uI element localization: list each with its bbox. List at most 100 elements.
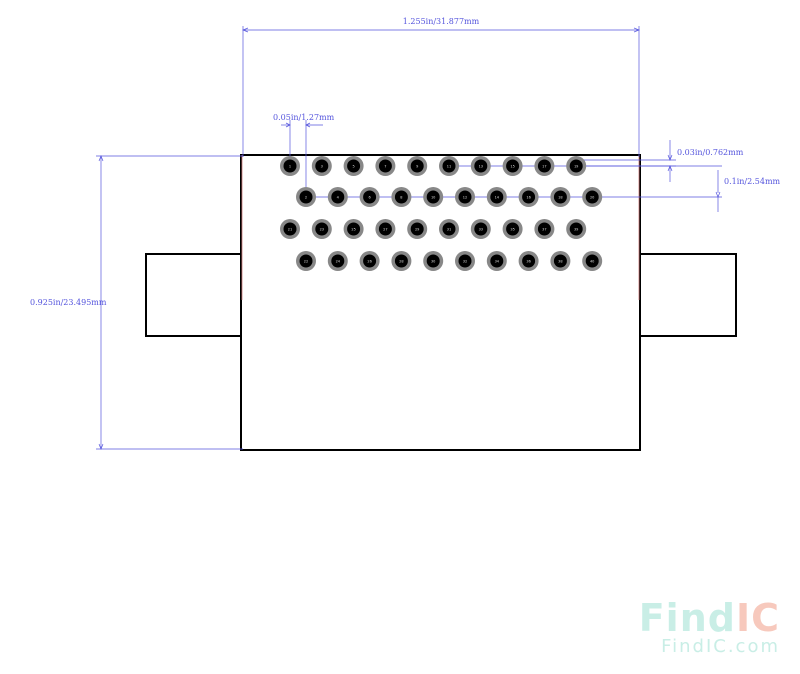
pin-12: 12 <box>455 187 475 207</box>
pin-29: 29 <box>407 219 428 239</box>
pin-label: 13 <box>479 164 483 168</box>
watermark-logo-find: Find <box>638 596 736 640</box>
pin-hole <box>442 222 456 236</box>
pin-hole <box>315 159 329 173</box>
pin-32: 32 <box>455 251 475 271</box>
height-dimension-label: 0.925in/23.495mm <box>30 298 107 307</box>
pin-20: 20 <box>582 187 603 207</box>
pin-label: 14 <box>495 195 500 199</box>
pin-21: 21 <box>280 219 300 239</box>
pin-7: 7 <box>375 156 396 176</box>
pin-label: 38 <box>558 259 562 263</box>
pin-22: 22 <box>296 251 316 271</box>
pin-27: 27 <box>375 219 396 239</box>
pin-hole <box>410 159 424 173</box>
pin-hole <box>299 254 313 268</box>
pin-39: 39 <box>566 219 587 239</box>
pin-label: 34 <box>495 259 500 263</box>
pin-label: 22 <box>304 259 308 263</box>
pin-hole <box>490 190 504 204</box>
pin-label: 4 <box>337 195 340 199</box>
pin-label: 37 <box>542 227 546 231</box>
pin-hole <box>537 222 551 236</box>
pin-33: 33 <box>470 219 491 239</box>
row-pitch-dimension-label: 0.1in/2.54mm <box>724 177 781 186</box>
findic-watermark: FindIC FindIC.com <box>639 598 780 656</box>
pin-label: 28 <box>399 259 403 263</box>
row-offset-dimension-label: 0.03in/0.762mm <box>677 148 744 157</box>
pin-hole <box>569 159 583 173</box>
pin-label: 1 <box>289 164 291 168</box>
pin-label: 19 <box>574 164 578 168</box>
pin-hole <box>506 222 520 236</box>
pin-hole <box>394 254 408 268</box>
pin-label: 16 <box>526 195 530 199</box>
pin-10: 10 <box>423 187 444 207</box>
pin-38: 38 <box>550 251 571 271</box>
pin-label: 20 <box>590 195 594 199</box>
pin-label: 21 <box>288 227 292 231</box>
watermark-logo: FindIC <box>639 598 780 638</box>
pin-hole <box>474 222 488 236</box>
pin-25: 25 <box>343 219 364 239</box>
right-mounting-tab <box>640 253 737 337</box>
pin-hole <box>474 159 488 173</box>
pin-hole <box>347 159 361 173</box>
pin-hole <box>315 222 329 236</box>
pin-hole <box>426 254 440 268</box>
pin-hole <box>331 190 345 204</box>
pin-hole <box>394 190 408 204</box>
pin-8: 8 <box>391 187 412 207</box>
pin-hole <box>299 190 313 204</box>
pin-label: 24 <box>336 259 341 263</box>
pin-11: 11 <box>439 156 459 176</box>
pin-hole <box>458 254 472 268</box>
pin-19: 19 <box>566 156 587 176</box>
pin-hole <box>537 159 551 173</box>
watermark-logo-ic: IC <box>735 596 780 640</box>
pin-label: 8 <box>400 195 402 199</box>
pin-5: 5 <box>343 156 364 176</box>
pin-hole <box>585 254 599 268</box>
pin-16: 16 <box>518 187 539 207</box>
pin-label: 31 <box>447 227 451 231</box>
pin-label: 35 <box>510 227 514 231</box>
pin-hole <box>331 254 345 268</box>
pin-hole <box>522 254 536 268</box>
pin-30: 30 <box>423 251 444 271</box>
pin-label: 5 <box>352 164 354 168</box>
pin-18: 18 <box>550 187 571 207</box>
pin-label: 25 <box>351 227 355 231</box>
pin-hole <box>378 159 392 173</box>
pin-label: 29 <box>415 227 419 231</box>
pin-label: 2 <box>305 195 307 199</box>
pin-14: 14 <box>486 187 507 207</box>
pin-13: 13 <box>470 156 491 176</box>
pin-hole <box>363 190 377 204</box>
pin-hole <box>553 254 567 268</box>
pin-4: 4 <box>327 187 348 207</box>
width-dimension-label: 1.255in/31.877mm <box>403 17 480 26</box>
watermark-url: FindIC.com <box>661 636 780 657</box>
pin-2: 2 <box>296 187 316 207</box>
pin-hole <box>347 222 361 236</box>
pin-label: 18 <box>558 195 562 199</box>
pin-label: 17 <box>542 164 546 168</box>
pin-label: 32 <box>463 259 467 263</box>
pin-label: 7 <box>384 164 386 168</box>
pin-hole <box>490 254 504 268</box>
pin-label: 23 <box>320 227 324 231</box>
pin-23: 23 <box>311 219 332 239</box>
pin-label: 39 <box>574 227 578 231</box>
pin-26: 26 <box>359 251 380 271</box>
pin-hole <box>410 222 424 236</box>
pin-label: 10 <box>431 195 435 199</box>
pin-hole <box>522 190 536 204</box>
pin-label: 9 <box>416 164 418 168</box>
pin-label: 6 <box>368 195 370 199</box>
left-mounting-tab <box>145 253 241 337</box>
pin-35: 35 <box>502 219 523 239</box>
dimension-lines <box>96 26 722 450</box>
pin-hole <box>585 190 599 204</box>
pin-24: 24 <box>327 251 348 271</box>
